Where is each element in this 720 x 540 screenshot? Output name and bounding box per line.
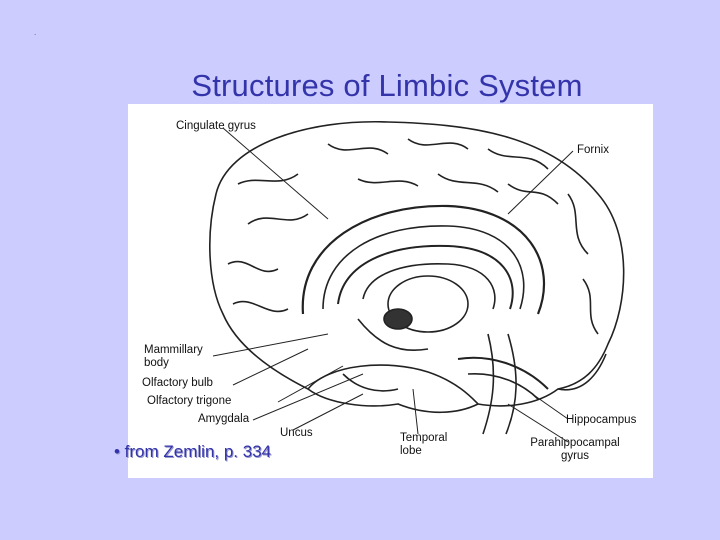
label-uncus: Uncus [280, 427, 313, 439]
label-fornix: Fornix [577, 144, 609, 156]
label-temporal-lobe: Temporal lobe [400, 432, 448, 457]
slide-title: Structures of Limbic System [191, 68, 583, 103]
label-amygdala: Amygdala [198, 413, 250, 425]
label-parahippocampal-gyrus: Parahippocampal gyrus [530, 437, 620, 462]
slide-marker: . [34, 28, 37, 37]
label-cingulate-gyrus: Cingulate gyrus [176, 120, 256, 132]
brain-figure: Cingulate gyrus Fornix Mammillary body O… [128, 104, 653, 478]
source-caption: • from Zemlin, p. 334 [114, 442, 272, 461]
label-olfactory-bulb: Olfactory bulb [142, 377, 213, 389]
label-olfactory-trigone: Olfactory trigone [147, 395, 232, 407]
label-mammillary-body: Mammillary body [144, 344, 203, 369]
brain-illustration [209, 120, 625, 443]
label-hippocampus: Hippocampus [566, 414, 637, 426]
